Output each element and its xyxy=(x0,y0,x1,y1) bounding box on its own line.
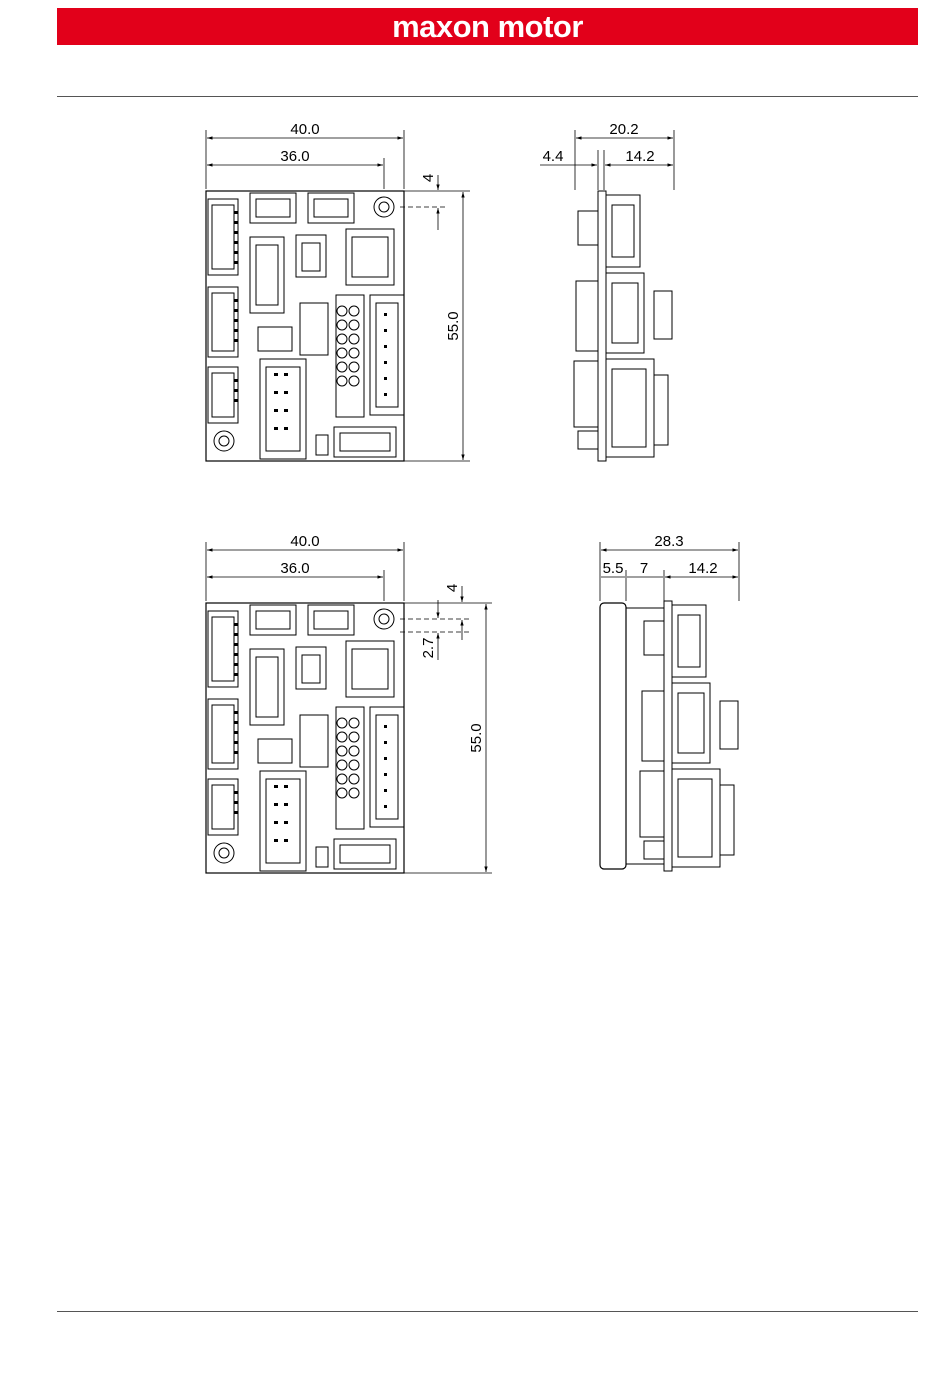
dim-bottom-depth: 28.3 xyxy=(654,533,683,550)
dim-bottom-hole-offset: 4 xyxy=(444,584,461,592)
dim-top-board-offset: 4.4 xyxy=(543,148,564,165)
dim-bottom-width: 40.0 xyxy=(290,533,319,550)
dim-top-hole-offset: 4 xyxy=(420,174,437,182)
bottom-side-view: 28.3 5.5 7 14.2 xyxy=(600,533,739,871)
dim-bottom-heatsink: 5.5 xyxy=(603,560,624,577)
dim-top-width: 40.0 xyxy=(290,121,319,138)
dim-top-depth: 20.2 xyxy=(609,121,638,138)
dim-bottom-hole-spacing: 36.0 xyxy=(280,560,309,577)
dim-bottom-connector-depth: 14.2 xyxy=(688,560,717,577)
top-front-view: 40.0 36.0 4 55.0 xyxy=(206,121,470,461)
dim-bottom-spacer: 7 xyxy=(640,560,648,577)
dim-bottom-hole-offset-2: 2.7 xyxy=(420,638,437,659)
dim-top-connector-depth: 14.2 xyxy=(625,148,654,165)
heatsink xyxy=(600,603,626,869)
dim-top-hole-spacing: 36.0 xyxy=(280,148,309,165)
bottom-front-view: 40.0 36.0 4 2.7 55.0 xyxy=(206,533,492,873)
dim-top-height: 55.0 xyxy=(445,311,462,340)
top-side-view: 20.2 4.4 14.2 xyxy=(540,121,674,461)
dim-bottom-height: 55.0 xyxy=(468,723,485,752)
